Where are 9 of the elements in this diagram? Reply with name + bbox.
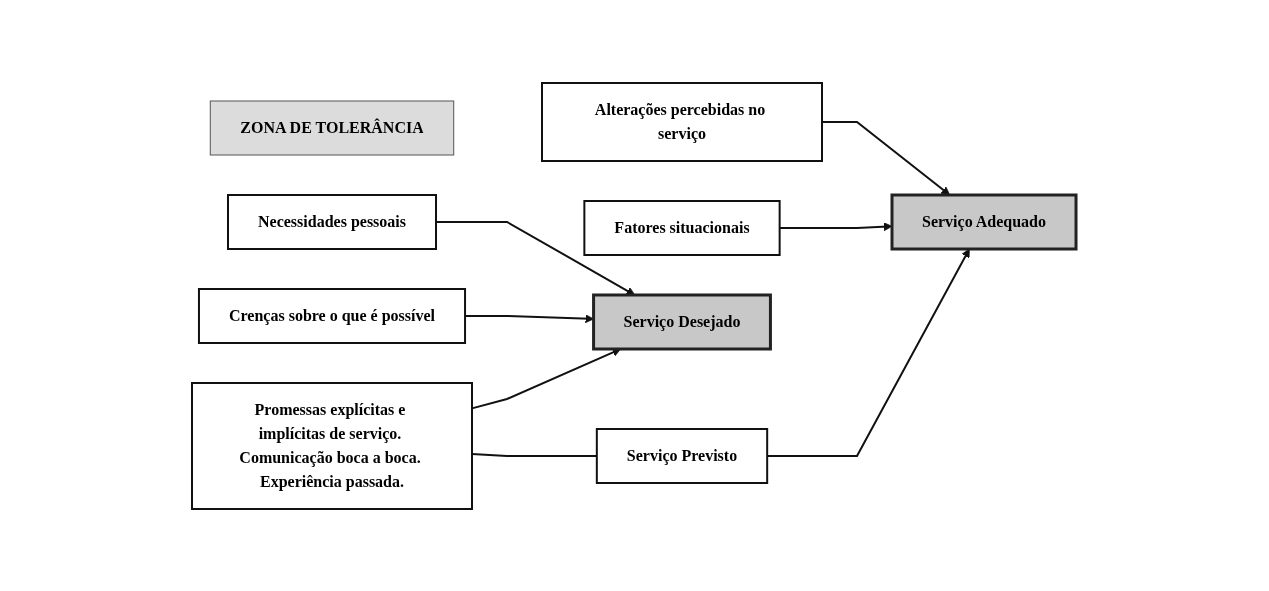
- node-box: Fatores situacionais: [583, 199, 782, 256]
- node-box: Crenças sobre o que é possível: [198, 287, 467, 344]
- node-box: Serviço Previsto: [596, 427, 769, 484]
- node-box: Promessas explícitas e implícitas de serviço. Comunicação boca a boca. Experiência passada.: [191, 381, 474, 510]
- node-box: ZONA DE TOLERÂNCIA: [210, 100, 455, 155]
- node-box: Alterações percebidas no serviço: [541, 81, 824, 162]
- node-box: Serviço Adequado: [891, 193, 1078, 250]
- node-box: Serviço Desejado: [592, 293, 773, 350]
- node-box: Necessidades pessoais: [227, 193, 438, 250]
